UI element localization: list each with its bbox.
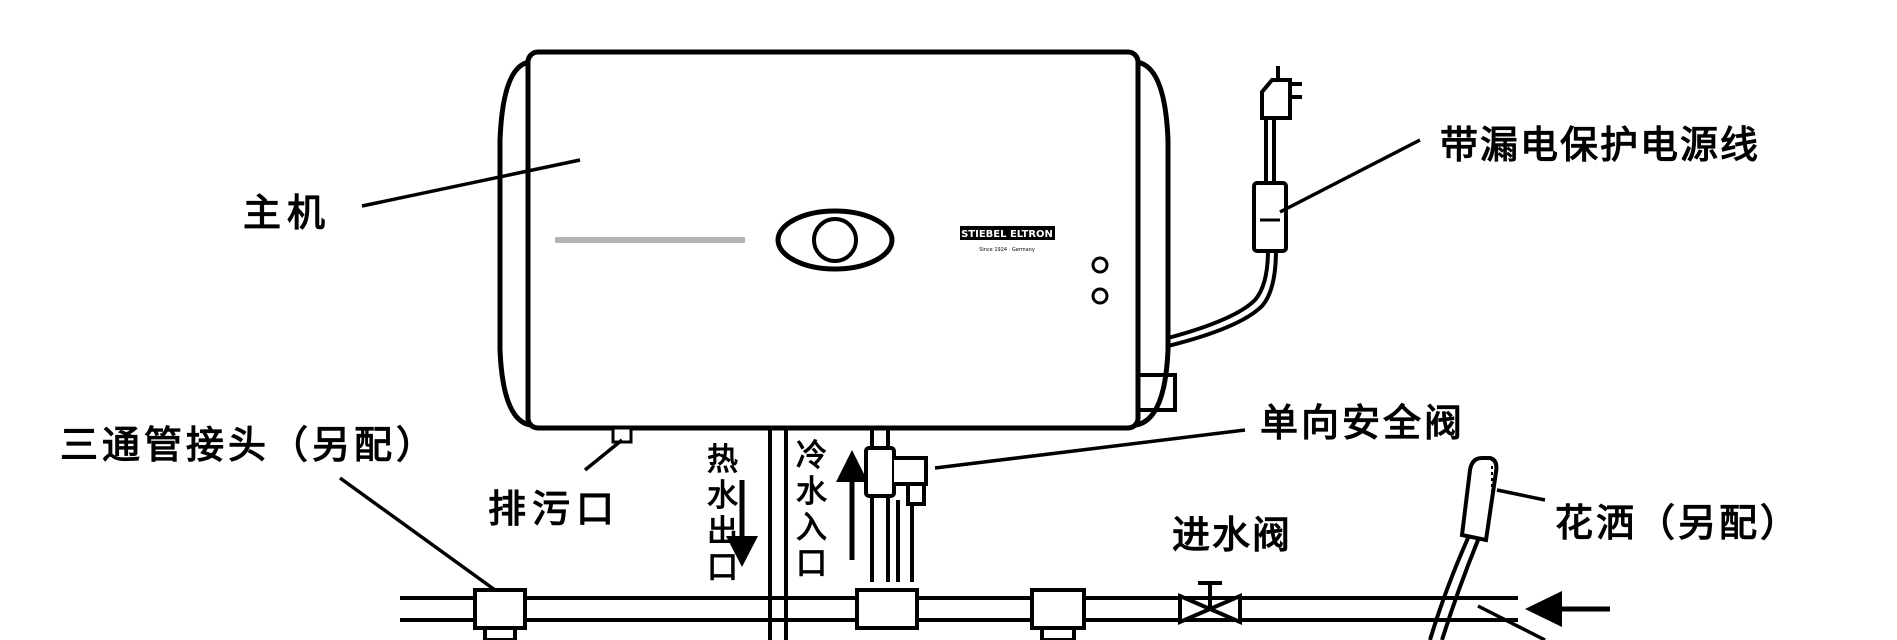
left-end-cap — [497, 59, 531, 428]
svg-text:出: 出 — [707, 514, 738, 550]
leader-shower — [1496, 488, 1546, 502]
indicator-light-1 — [1091, 256, 1109, 274]
label-check-valve: 单向安全阀 — [1260, 401, 1465, 445]
leader-main-unit — [361, 158, 581, 208]
label-cold-water-inlet: 冷 水 入 口 — [796, 438, 828, 582]
label-main-unit: 主机 — [243, 191, 331, 235]
heater-body — [525, 49, 1141, 431]
svg-text:水: 水 — [796, 474, 828, 510]
label-hot-water-outlet: 热 水 出 口 — [707, 442, 739, 586]
supply-inflow-arrow — [1525, 591, 1610, 627]
drain-outlet — [611, 426, 633, 444]
svg-text:Since 1924 · Germany: Since 1924 · Germany — [979, 247, 1035, 253]
heater-unit — [497, 49, 1177, 431]
hot-water-pipe — [768, 428, 788, 640]
svg-text:热: 热 — [707, 442, 738, 478]
power-plug — [1260, 66, 1302, 120]
inlet-valve — [1178, 581, 1242, 626]
cord-outlet-box — [1138, 373, 1177, 412]
svg-text:入: 入 — [796, 510, 827, 546]
tee-joint-right — [1030, 588, 1086, 640]
svg-text:STIEBEL ELTRON: STIEBEL ELTRON — [961, 229, 1053, 240]
label-power-cord: 带漏电保护电源线 — [1440, 123, 1760, 167]
leader-drain — [583, 438, 624, 472]
control-dial — [775, 208, 895, 272]
leader-tee-joint — [338, 476, 497, 592]
brand-logo: STIEBEL ELTRON Since 1924 · Germany — [960, 226, 1055, 253]
cold-water-in-arrow — [836, 450, 868, 560]
right-end-cap — [1135, 59, 1171, 428]
svg-text:口: 口 — [796, 546, 827, 582]
leakage-protection-box — [1252, 181, 1288, 253]
svg-text:冷: 冷 — [796, 438, 827, 474]
svg-text:水: 水 — [707, 478, 739, 514]
label-tee-joint: 三通管接头（另配） — [60, 423, 438, 467]
control-dial-knob — [812, 217, 858, 263]
svg-text:口: 口 — [707, 550, 738, 586]
label-inlet-valve: 进水阀 — [1172, 513, 1292, 557]
power-cord — [1167, 249, 1278, 348]
check-valve-body — [864, 446, 928, 506]
plug-cord — [1264, 118, 1276, 183]
hot-water-out-arrow — [726, 480, 758, 567]
tee-joint-center — [855, 588, 919, 630]
label-shower: 花洒（另配） — [1555, 501, 1801, 545]
label-drain: 排污口 — [488, 487, 620, 531]
leader-lines — [338, 138, 1546, 640]
tee-joint-left — [473, 588, 527, 640]
indicator-light-2 — [1091, 287, 1109, 305]
leader-check-valve — [934, 428, 1246, 470]
supply-pipe — [400, 596, 1518, 622]
leader-bottom-right — [1477, 604, 1546, 640]
shower-head — [1459, 456, 1499, 543]
shower-hose — [1428, 537, 1480, 640]
leader-power-cord — [1279, 138, 1421, 214]
